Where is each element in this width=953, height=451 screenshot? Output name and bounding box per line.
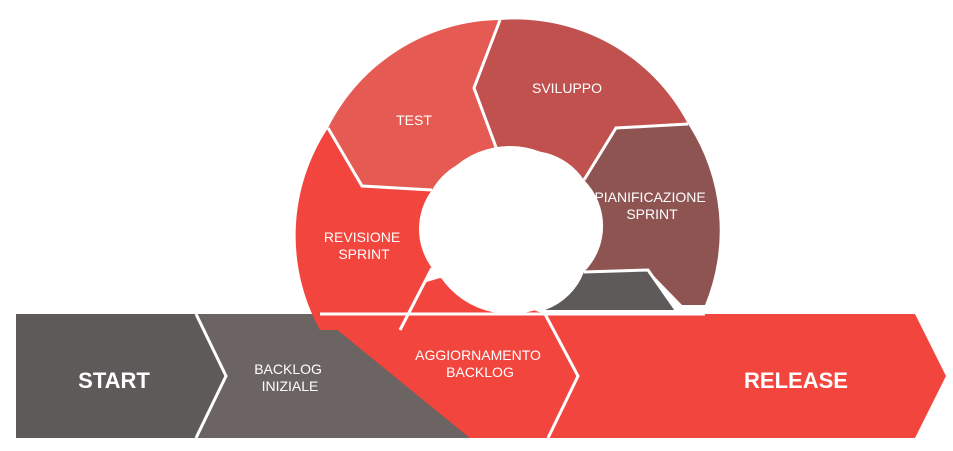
sviluppo-label: SVILUPPO <box>532 80 602 96</box>
backlog-iniziale-line-1: BACKLOG <box>254 361 322 377</box>
start-arrow <box>16 314 226 438</box>
backlog-iniziale-label: BACKLOG INIZIALE <box>254 361 326 394</box>
backlog-iniziale-arrow <box>196 314 470 438</box>
release-arrow <box>548 314 946 438</box>
aggiornamento-backlog-label: AGGIORNAMENTO BACKLOG <box>415 347 545 380</box>
release-label: RELEASE <box>744 368 848 393</box>
aggiornamento-backlog-line-1: AGGIORNAMENTO <box>415 347 541 363</box>
pianificazione-sprint-line-2: SPRINT <box>626 206 678 222</box>
pianificazione-sprint-label: PIANIFICAZIONE SPRINT <box>594 189 709 222</box>
revisione-sprint-line-1: REVISIONE <box>324 229 400 245</box>
aggiornamento-backlog-line-2: BACKLOG <box>446 364 514 380</box>
revisione-sprint-segment <box>295 128 432 330</box>
dark-connector-segment <box>545 270 676 310</box>
test-segment <box>328 20 500 190</box>
revisione-sprint-line-2: SPRINT <box>338 246 390 262</box>
segment-separators <box>194 19 705 439</box>
revisione-sprint-label: REVISIONE SPRINT <box>324 229 404 262</box>
cycle-center <box>426 146 594 314</box>
pianificazione-sprint-segment <box>584 124 720 305</box>
start-label: START <box>78 368 150 393</box>
sviluppo-segment <box>474 19 688 180</box>
pianificazione-sprint-line-1: PIANIFICAZIONE <box>594 189 705 205</box>
backlog-iniziale-line-2: INIZIALE <box>262 378 319 394</box>
test-label: TEST <box>396 112 432 128</box>
